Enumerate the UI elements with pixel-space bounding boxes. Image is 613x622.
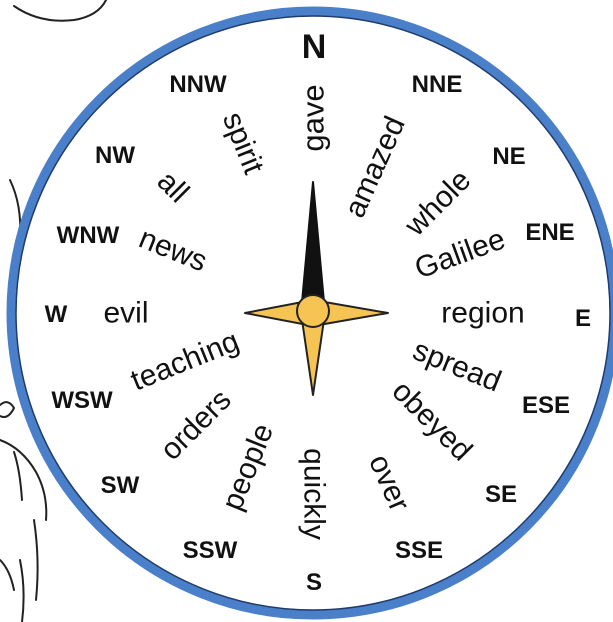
sketch-top-left-curve [14, 0, 106, 21]
direction-sw: SW [101, 472, 140, 499]
direction-nne: NNE [412, 71, 463, 98]
direction-ene: ENE [525, 219, 574, 246]
direction-wsw: WSW [51, 387, 113, 414]
direction-nnw: NNW [169, 71, 227, 98]
direction-ne: NE [492, 143, 525, 170]
needle-hub [297, 295, 329, 327]
direction-se: SE [485, 481, 517, 508]
direction-ssw: SSW [183, 537, 238, 564]
direction-n: N [302, 28, 327, 66]
direction-nw: NW [95, 142, 135, 169]
direction-wnw: WNW [57, 222, 120, 249]
direction-e: E [575, 305, 591, 332]
word-quickly: quickly [298, 448, 331, 540]
direction-ese: ESE [522, 392, 570, 419]
word-gave: gave [296, 84, 331, 151]
direction-s: S [306, 569, 322, 596]
word-region: region [441, 297, 524, 330]
direction-w: W [45, 301, 68, 328]
direction-sse: SSE [395, 537, 443, 564]
word-evil: evil [103, 297, 148, 330]
